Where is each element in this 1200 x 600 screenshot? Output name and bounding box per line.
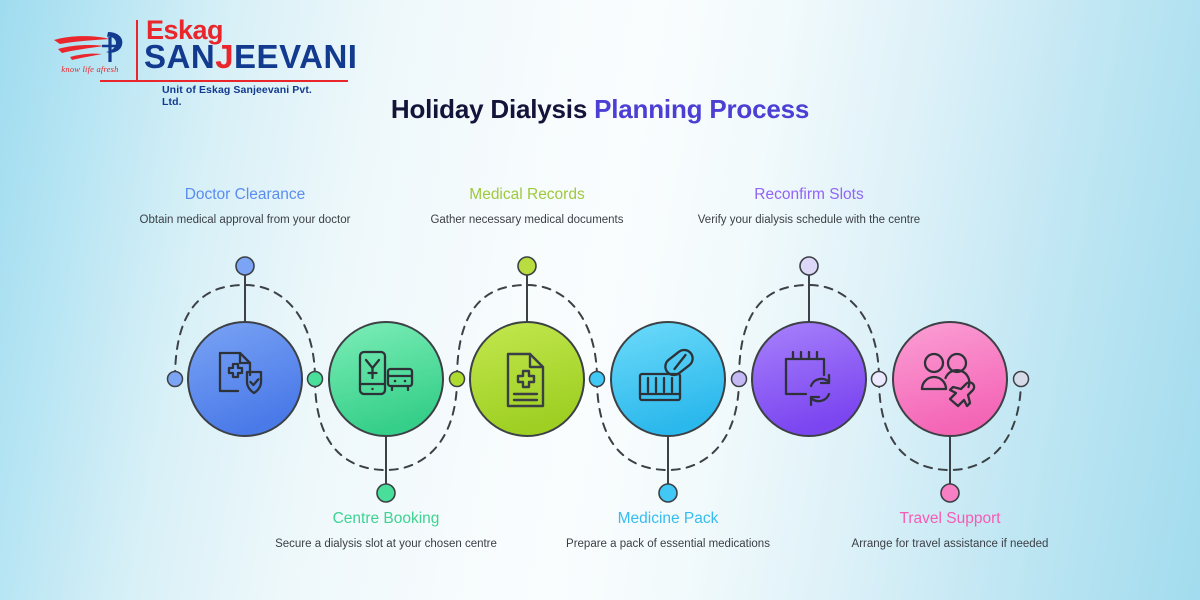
step-text-5: Reconfirm Slots Verify your dialysis sch… — [694, 186, 924, 228]
brand-name-sanjeevani-pre: SAN — [144, 38, 216, 75]
step-description-3: Gather necessary medical documents — [430, 213, 624, 226]
step-node-6[interactable] — [892, 321, 1008, 437]
step-description-4: Prepare a pack of essential medications — [566, 537, 770, 550]
step-text-6: Travel Support Arrange for travel assist… — [835, 510, 1065, 552]
logo-divider-horizontal — [100, 80, 348, 82]
step-description-2: Secure a dialysis slot at your chosen ce… — [275, 537, 497, 550]
step-title-6: Travel Support — [899, 510, 1001, 527]
brand-unit-line: Unit of Eskag Sanjeevani Pvt. Ltd. — [162, 84, 312, 108]
page-title-plain: Holiday Dialysis — [390, 94, 595, 124]
step-node-3[interactable] — [469, 321, 585, 437]
brand-name-sanjeevani: SANJEEVANI — [144, 40, 357, 73]
step-text-4: Medicine Pack Prepare a pack of essentia… — [553, 510, 783, 552]
page-title: Holiday Dialysis Planning Process — [0, 94, 1200, 125]
medical-document-shield-icon — [218, 351, 263, 395]
logo-divider-vertical — [136, 20, 138, 82]
node-dot-step-1-2 — [306, 370, 324, 388]
step-text-2: Centre Booking Secure a dialysis slot at… — [271, 510, 501, 552]
brand-tagline: know life afresh — [61, 64, 119, 74]
node-dot-step-5-6 — [870, 370, 888, 388]
brand-name-eskag: Eskag — [146, 15, 224, 45]
step-title-2: Centre Booking — [332, 510, 440, 527]
step-description-5: Verify your dialysis schedule with the c… — [697, 213, 921, 226]
step-node-1[interactable] — [187, 321, 303, 437]
stem-dot-step-6 — [940, 483, 960, 503]
stem-dot-step-5 — [799, 256, 819, 276]
people-airplane-icon — [920, 352, 976, 408]
stem-dot-step-2 — [376, 483, 396, 503]
connector-node-dots — [166, 370, 1030, 388]
medical-file-icon — [506, 352, 545, 408]
step-node-2[interactable] — [328, 321, 444, 437]
phone-booking-icon — [358, 350, 414, 396]
stem-dot-step-4 — [658, 483, 678, 503]
brand-name-sanjeevani-j: J — [215, 38, 235, 75]
step-node-4[interactable] — [610, 321, 726, 437]
calendar-refresh-icon — [784, 350, 831, 407]
step-title-4: Medicine Pack — [617, 510, 719, 527]
step-stems — [244, 268, 951, 492]
page-title-accent: Planning Process — [594, 94, 810, 124]
node-dot-step-3-4 — [588, 370, 606, 388]
stem-dots — [235, 256, 960, 503]
stem-dot-step-1 — [235, 256, 255, 276]
eskag-bird-icon — [50, 28, 128, 68]
brand-logo: know life afresh Eskag SANJEEVANI Unit o… — [48, 15, 357, 108]
step-node-5[interactable] — [751, 321, 867, 437]
node-dot-left-end — [166, 370, 184, 388]
node-dot-step-4-5 — [730, 370, 748, 388]
step-text-3: Medical Records Gather necessary medical… — [412, 186, 642, 228]
node-dot-right-end — [1012, 370, 1030, 388]
step-title-3: Medical Records — [469, 186, 585, 203]
step-description-6: Arrange for travel assistance if needed — [851, 537, 1049, 550]
step-title-1: Doctor Clearance — [184, 186, 306, 203]
brand-name-sanjeevani-post: EEVANI — [234, 38, 358, 75]
step-title-5: Reconfirm Slots — [754, 186, 864, 203]
pills-blister-icon — [638, 348, 694, 402]
stem-dot-step-3 — [517, 256, 537, 276]
step-text-1: Doctor Clearance Obtain medical approval… — [130, 186, 360, 228]
node-dot-step-2-3 — [448, 370, 466, 388]
step-description-1: Obtain medical approval from your doctor — [139, 213, 351, 226]
